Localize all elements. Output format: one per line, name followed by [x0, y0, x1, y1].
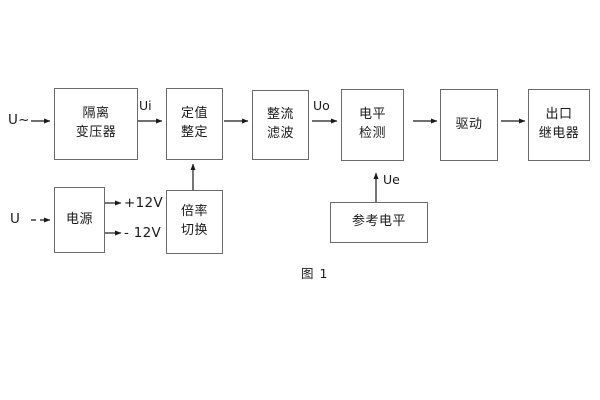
block-rectify-filter[interactable]: 整流 滤波 [252, 90, 309, 160]
figure-caption: 图 1 [301, 266, 329, 281]
block-label-line2: 滤波 [266, 126, 294, 141]
block-label-line2: 变压器 [75, 125, 117, 140]
rail-label-negative: - 12V [124, 225, 162, 241]
block-level-detection[interactable]: 电平 检测 [341, 89, 404, 161]
block-output-relay[interactable]: 出口 继电器 [528, 89, 590, 161]
block-multiplier-switch[interactable]: 倍率 切换 [166, 190, 223, 254]
block-isolation-transformer[interactable]: 隔离 变压器 [54, 88, 138, 160]
block-label-line1: 电平 [358, 107, 386, 123]
rail-label-positive: +12V [124, 195, 163, 211]
signal-label-ui: Ui [139, 98, 152, 113]
block-label-line1: 整流 [266, 107, 294, 123]
block-label-line2: 检测 [358, 126, 386, 141]
block-label-line2: 继电器 [538, 126, 580, 141]
signal-label-ue: Ue [383, 172, 400, 187]
block-drive[interactable]: 驱动 [440, 89, 498, 161]
block-label-line1: 倍率 [180, 204, 208, 220]
block-setting-value[interactable]: 定值 整定 [166, 88, 223, 160]
block-power-supply[interactable]: 电源 [54, 187, 105, 253]
block-label-line1: 驱动 [455, 116, 483, 132]
dc-input-label: U [10, 211, 21, 227]
block-label-line1: 电源 [65, 211, 93, 227]
block-label-line1: 参考电平 [351, 214, 406, 230]
ac-input-label: U~ [8, 112, 30, 128]
block-label-line1: 隔离 [82, 106, 110, 122]
block-label-line1: 出口 [545, 107, 573, 123]
signal-label-uo: Uo [313, 98, 330, 113]
block-label-line2: 整定 [180, 125, 208, 140]
block-label-line2: 切换 [180, 223, 208, 238]
block-label-line1: 定值 [180, 106, 208, 122]
block-reference-level[interactable]: 参考电平 [330, 202, 428, 243]
